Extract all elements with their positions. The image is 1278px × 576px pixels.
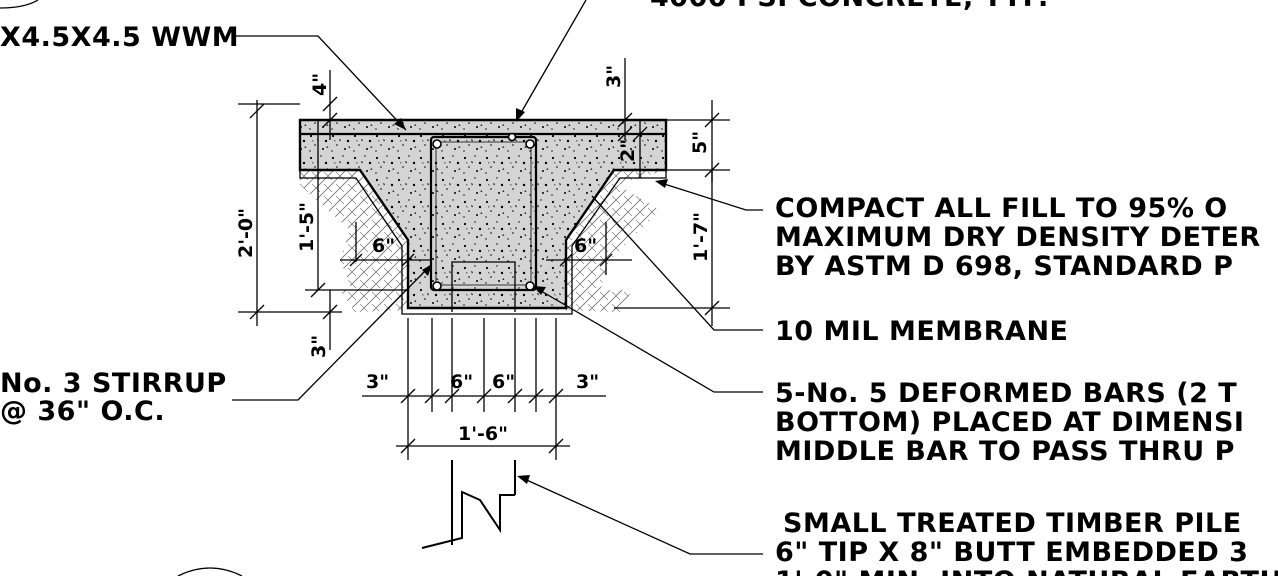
pile-note-line-1: SMALL TREATED TIMBER PILE: [783, 508, 1242, 539]
dim-bottom-6in-b: 6": [492, 371, 515, 393]
pile-note-line-3: 1'-0" MIN. INTO NATURAL EARTH: [775, 566, 1278, 576]
timber-pile: [421, 460, 516, 549]
dim-6in-right: 6": [574, 235, 597, 257]
dim-bottom-6in-a: 6": [450, 371, 473, 393]
compact-note-line-2: MAXIMUM DRY DENSITY DETER: [775, 222, 1261, 253]
dim-bottom-3in-b: 3": [576, 371, 599, 393]
dim-6in-left: 6": [372, 235, 395, 257]
dim-5in: 5": [689, 131, 711, 154]
wwm-note: X4.5X4.5 WWM: [0, 22, 239, 53]
stirrup-note-line-1: No. 3 STIRRUP: [0, 368, 227, 399]
bars-note-line-2: BOTTOM) PLACED AT DIMENSI: [775, 407, 1244, 438]
compact-note-line-1: COMPACT ALL FILL TO 95% O: [775, 193, 1228, 224]
dim-1ft-5in: 1'-5": [296, 202, 318, 252]
dimension-lines: [238, 58, 730, 460]
membrane-note: 10 MIL MEMBRANE: [775, 316, 1068, 347]
dim-3in-top: 3": [603, 65, 625, 88]
concrete-section: [298, 118, 668, 310]
bars-note-line-1: 5-No. 5 DEFORMED BARS (2 T: [775, 378, 1237, 409]
dim-1ft-7in: 1'-7": [690, 212, 712, 262]
dim-1ft-6in: 1'-6": [458, 423, 508, 445]
dim-bottom-3in-a: 3": [366, 371, 389, 393]
pile-note-line-2: 6" TIP X 8" BUTT EMBEDDED 3: [775, 537, 1248, 568]
concrete-note: 4000 PSI CONCRETE, TYP.: [650, 0, 1049, 13]
stirrup: [429, 135, 538, 292]
leader-lines: [0, 0, 763, 576]
bars-note-line-3: MIDDLE BAR TO PASS THRU P: [775, 436, 1235, 467]
dim-4in: 4": [309, 73, 331, 96]
dim-3in-left: 3": [308, 335, 330, 358]
rebars: [432, 132, 535, 291]
stirrup-note-line-2: @ 36" O.C.: [0, 396, 165, 427]
membrane-line: [299, 170, 667, 315]
dim-2in: 2": [617, 139, 639, 162]
pile-embed-box: [451, 261, 516, 312]
compact-note-line-3: BY ASTM D 698, STANDARD P: [775, 251, 1233, 282]
dim-2ft-0in: 2'-0": [235, 208, 257, 258]
